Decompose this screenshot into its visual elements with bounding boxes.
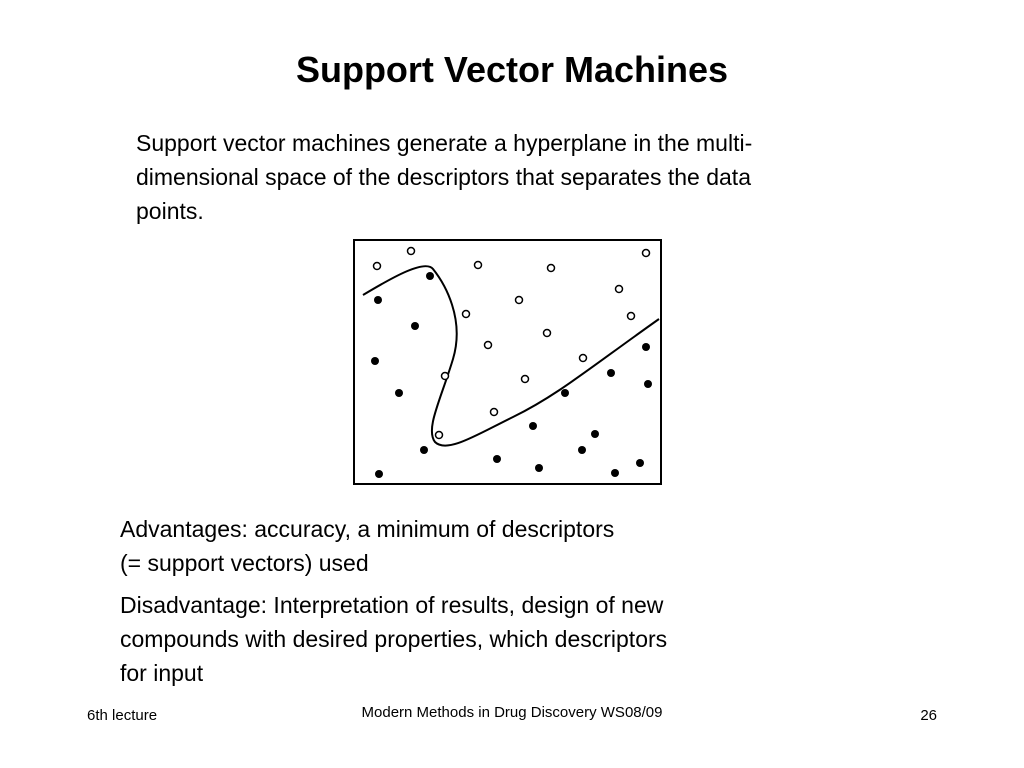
open-point	[440, 371, 450, 381]
disadvantages-line: for input	[120, 660, 204, 686]
filled-point	[591, 430, 599, 438]
open-point	[520, 374, 530, 384]
filled-point	[371, 357, 379, 365]
advantages-paragraph: Advantages: accuracy, a minimum of descr…	[120, 512, 820, 580]
intro-line: points.	[136, 198, 204, 224]
open-point	[489, 407, 499, 417]
advantages-line: (= support vectors) used	[120, 550, 369, 576]
open-point	[406, 246, 416, 256]
footer-course-title: Modern Methods in Drug Discovery WS08/09	[361, 704, 663, 721]
footer-page-number: 26	[920, 707, 937, 724]
intro-line: dimensional space of the descriptors tha…	[136, 164, 751, 190]
filled-circle-class	[371, 272, 652, 478]
filled-point	[611, 469, 619, 477]
open-point	[514, 295, 524, 305]
disadvantages-line: Disadvantage: Interpretation of results,…	[120, 592, 664, 618]
filled-point	[374, 296, 382, 304]
disadvantages-line: compounds with desired properties, which…	[120, 626, 668, 652]
open-point	[542, 328, 552, 338]
footer-lecture-label: 6th lecture	[87, 707, 158, 724]
filled-point	[493, 455, 501, 463]
open-circle-class	[372, 246, 651, 440]
advantages-line: Advantages: accuracy, a minimum of descr…	[120, 516, 615, 542]
filled-point	[578, 446, 586, 454]
open-point	[473, 260, 483, 270]
open-point	[546, 263, 556, 273]
filled-point	[529, 422, 537, 430]
open-point	[614, 284, 624, 294]
filled-point	[607, 369, 615, 377]
filled-point	[411, 322, 419, 330]
diagram-frame	[353, 239, 662, 485]
filled-point	[420, 446, 428, 454]
filled-point	[561, 389, 569, 397]
disadvantages-paragraph: Disadvantage: Interpretation of results,…	[120, 588, 840, 690]
open-point	[483, 340, 493, 350]
open-point	[461, 309, 471, 319]
svm-separation-diagram	[353, 239, 662, 485]
filled-point	[636, 459, 644, 467]
filled-point	[375, 470, 383, 478]
open-point	[626, 311, 636, 321]
separating-hyperplane	[362, 265, 660, 447]
filled-point	[395, 389, 403, 397]
filled-point	[642, 343, 650, 351]
open-point	[578, 353, 588, 363]
filled-point	[535, 464, 543, 472]
intro-paragraph: Support vector machines generate a hyper…	[136, 126, 916, 228]
intro-line: Support vector machines generate a hyper…	[136, 130, 753, 156]
slide-title: Support Vector Machines	[295, 49, 729, 90]
filled-point	[644, 380, 652, 388]
filled-point	[426, 272, 434, 280]
open-point	[641, 248, 651, 258]
open-point	[434, 430, 444, 440]
open-point	[372, 261, 382, 271]
